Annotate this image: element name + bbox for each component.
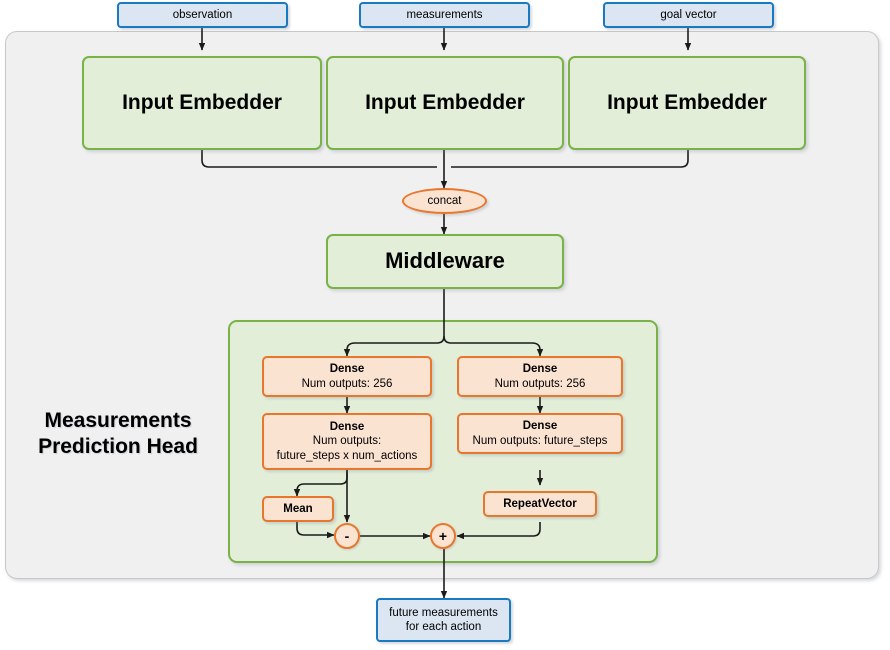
input-embedder-measurements-label: Input Embedder <box>365 91 525 115</box>
prediction-head-label-line2: Prediction Head <box>38 435 198 459</box>
subtract-operator-node[interactable]: - <box>334 523 360 549</box>
prediction-head-label: Measurements Prediction Head <box>18 408 218 461</box>
input-box-goal-vector-label: goal vector <box>660 8 717 21</box>
add-operator-node[interactable]: + <box>430 523 456 549</box>
dense-left-2[interactable]: Dense Num outputs: future_steps x num_ac… <box>262 413 432 470</box>
dense-left-1[interactable]: Dense Num outputs: 256 <box>262 356 432 397</box>
dense-right-2-title: Dense <box>522 420 558 433</box>
repeat-vector-label: RepeatVector <box>503 497 577 510</box>
middleware-block[interactable]: Middleware <box>326 234 564 289</box>
output-box-future-measurements[interactable]: future measurements for each action <box>376 598 511 642</box>
output-box-line1: future measurements <box>389 606 498 619</box>
input-box-measurements[interactable]: measurements <box>359 2 530 28</box>
dense-left-1-detail: Num outputs: 256 <box>301 377 393 390</box>
input-embedder-observation[interactable]: Input Embedder <box>82 56 322 150</box>
concat-node-label: concat <box>427 194 462 207</box>
input-box-goal-vector[interactable]: goal vector <box>603 2 774 28</box>
input-embedder-goal-vector[interactable]: Input Embedder <box>568 56 806 150</box>
dense-right-2-detail: Num outputs: future_steps <box>472 434 608 447</box>
subtract-operator-label: - <box>344 528 350 544</box>
repeat-vector-node[interactable]: RepeatVector <box>483 491 597 517</box>
dense-right-1[interactable]: Dense Num outputs: 256 <box>457 356 623 397</box>
input-embedder-observation-label: Input Embedder <box>122 91 282 115</box>
add-operator-label: + <box>438 528 448 544</box>
dense-right-1-detail: Num outputs: 256 <box>494 377 586 390</box>
mean-node[interactable]: Mean <box>262 496 334 522</box>
input-box-observation-label: observation <box>172 8 233 21</box>
dense-left-1-title: Dense <box>329 363 365 376</box>
dense-left-2-detail-line1: Num outputs: <box>312 435 382 448</box>
prediction-head-label-line1: Measurements <box>44 409 192 432</box>
input-embedder-measurements[interactable]: Input Embedder <box>326 56 564 150</box>
dense-left-2-title: Dense <box>329 421 365 434</box>
dense-right-1-title: Dense <box>522 363 558 376</box>
dense-left-2-detail-line2: future_steps x num_actions <box>276 449 418 462</box>
concat-node[interactable]: concat <box>402 188 487 214</box>
input-box-measurements-label: measurements <box>406 8 483 21</box>
dense-right-2[interactable]: Dense Num outputs: future_steps <box>457 413 623 454</box>
input-embedder-goal-vector-label: Input Embedder <box>607 91 767 115</box>
input-box-observation[interactable]: observation <box>117 2 288 28</box>
output-box-line2: for each action <box>405 621 482 633</box>
middleware-label: Middleware <box>385 248 505 274</box>
mean-node-label: Mean <box>283 502 313 515</box>
